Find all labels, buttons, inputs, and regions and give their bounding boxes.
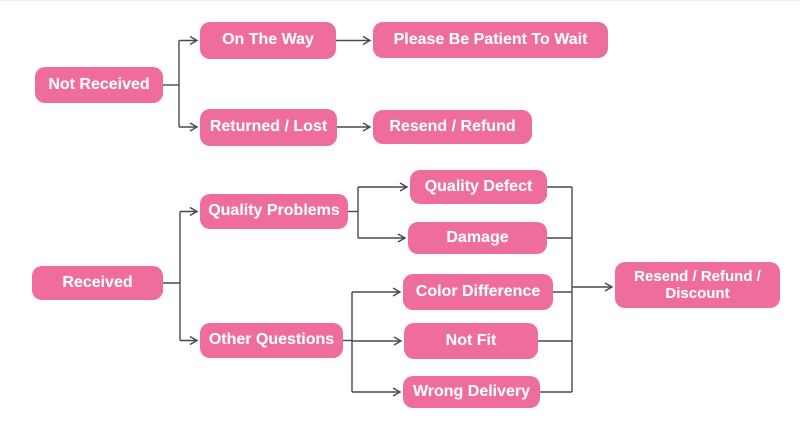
node-resend-refund-discount: Resend / Refund / Discount — [615, 262, 780, 308]
node-quality-defect: Quality Defect — [410, 170, 547, 204]
node-damage: Damage — [408, 222, 547, 254]
node-please-be-patient-to-wait: Please Be Patient To Wait — [373, 22, 608, 58]
node-wrong-delivery: Wrong Delivery — [403, 376, 540, 408]
node-quality-problems: Quality Problems — [200, 194, 348, 229]
node-resend-refund: Resend / Refund — [373, 110, 532, 144]
node-not-fit: Not Fit — [404, 323, 538, 359]
node-on-the-way: On The Way — [200, 22, 336, 59]
node-other-questions: Other Questions — [200, 323, 343, 358]
node-color-difference: Color Difference — [403, 274, 553, 310]
node-not-received: Not Received — [35, 67, 163, 103]
node-returned-lost: Returned / Lost — [200, 109, 337, 146]
node-received: Received — [32, 266, 163, 300]
